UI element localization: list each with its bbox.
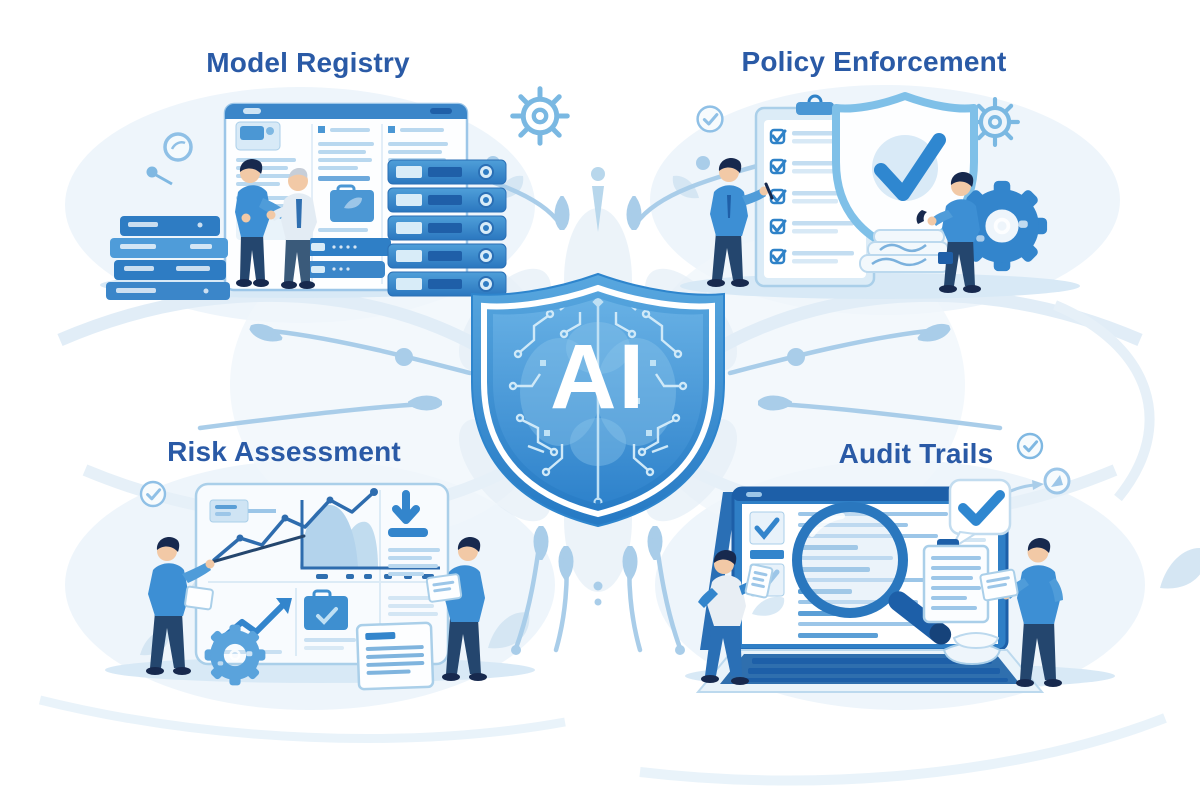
check-circle-icon: [1016, 432, 1044, 460]
audit-document: [922, 539, 990, 624]
person-right: [979, 538, 1063, 687]
download-icon: [388, 490, 428, 537]
document: [355, 621, 435, 691]
audit-trails-title: Audit Trails: [838, 438, 994, 469]
paper-dishes: [942, 632, 1002, 666]
papers-stack: [859, 229, 951, 273]
server-rack: [387, 159, 507, 297]
magnifier-icon: [146, 132, 193, 186]
server-stack: [106, 216, 230, 300]
risk-dashboard: [194, 482, 450, 666]
check-circle-icon: [139, 480, 167, 508]
person-left: [698, 550, 774, 685]
model-registry-scene: [100, 102, 507, 300]
risk-assessment-title: Risk Assessment: [167, 436, 401, 467]
ai-shield-icon: AI: [471, 272, 725, 528]
server-bars: [305, 238, 391, 278]
line-chart: [209, 488, 440, 579]
risk-assessment-scene: [105, 480, 535, 691]
area-mounds: [300, 505, 378, 568]
magnifying-glass-icon: [792, 502, 952, 645]
gear-icon: [513, 89, 568, 144]
person-left: [146, 534, 306, 675]
person-right: [266, 168, 317, 289]
policy-enforcement-scene: [680, 92, 1080, 299]
download-card: [388, 490, 440, 616]
briefcase-icon: [330, 184, 374, 222]
briefcase-icon: [304, 589, 356, 650]
person-right: [425, 537, 487, 681]
person-right: [916, 172, 981, 293]
person-left: [707, 158, 774, 287]
ai-shield-label: AI: [550, 326, 646, 428]
circuit-brain: [508, 298, 688, 504]
compass-icon: [1043, 467, 1071, 495]
policy-enforcement-title: Policy Enforcement: [741, 46, 1007, 77]
model-registry-title: Model Registry: [206, 47, 410, 78]
check-circle-icon: [696, 105, 724, 133]
audit-trails-scene: [685, 432, 1115, 693]
policy-clipboard: [754, 94, 876, 288]
